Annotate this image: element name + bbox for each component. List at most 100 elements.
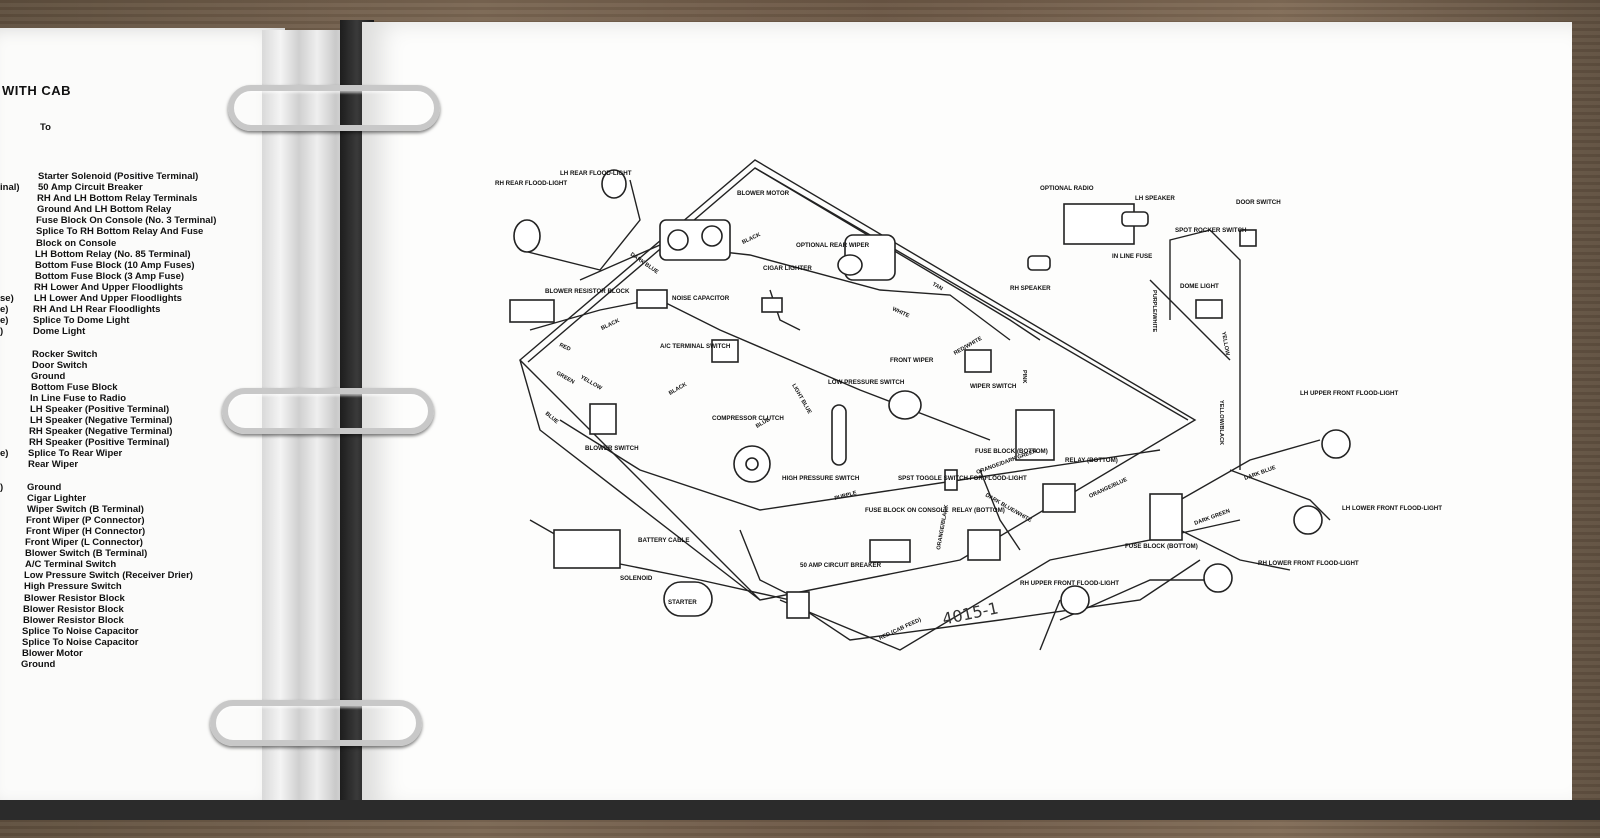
to-entry: Ground xyxy=(27,481,62,493)
wire-yellow-2: YELLOW xyxy=(1220,331,1230,356)
label-blower-resistor-block: BLOWER RESISTOR BLOCK xyxy=(545,288,630,295)
label-lh-lower-front: LH LOWER FRONT FLOOD-LIGHT xyxy=(1342,505,1442,512)
to-column-label: To xyxy=(40,122,51,133)
to-entry: Fuse Block On Console (No. 3 Terminal) xyxy=(36,215,217,227)
to-entry: Blower Resistor Block xyxy=(23,614,124,626)
to-label: To xyxy=(40,122,51,133)
page-stack-edge xyxy=(262,30,354,808)
wire-yellow-black: YELLOW/BLACK xyxy=(1218,400,1224,445)
to-entry: Starter Solenoid (Positive Terminal) xyxy=(38,171,199,182)
label-fuse-block-bottom-2: FUSE BLOCK (BOTTOM) xyxy=(1125,543,1198,550)
label-blower-motor: BLOWER MOTOR xyxy=(737,190,790,197)
to-entry: Door Switch xyxy=(32,359,88,371)
to-entry: Blower Resistor Block xyxy=(23,603,124,615)
to-entry: Block on Console xyxy=(36,237,117,249)
to-entry: RH Lower And Upper Floodlights xyxy=(34,281,183,293)
label-lh-rear-floodlight: LH REAR FLOOD-LIGHT xyxy=(560,170,632,177)
label-battery-cable: BATTERY CABLE xyxy=(638,537,689,544)
label-solenoid: SOLENOID xyxy=(620,575,653,582)
wire-white: WHITE xyxy=(891,306,910,319)
wire-black-2: BLACK xyxy=(600,318,620,332)
label-spot-rocker-switch: SPOT ROCKER SWITCH xyxy=(1175,227,1247,234)
wire-light-blue: LIGHT BLUE xyxy=(790,383,812,415)
wire-black-3: BLACK xyxy=(668,382,688,397)
to-entry: Bottom Fuse Block (10 Amp Fuses) xyxy=(35,259,195,271)
to-entry: Splice To Noise Capacitor xyxy=(22,625,139,637)
to-entry: LH Bottom Relay (No. 85 Terminal) xyxy=(35,248,191,260)
wire-blue-1: BLUE xyxy=(544,411,560,426)
to-entry: Splice To Noise Capacitor xyxy=(22,636,139,648)
to-entry: A/C Terminal Switch xyxy=(25,559,117,571)
from-fragment: e) xyxy=(0,448,9,460)
label-rh-rear-floodlight: RH REAR FLOOD-LIGHT xyxy=(495,180,567,187)
to-entry: In Line Fuse to Radio xyxy=(30,392,127,404)
from-fragment: inal) xyxy=(0,182,20,193)
label-high-pressure-switch: HIGH PRESSURE SWITCH xyxy=(782,475,860,482)
wire-green: GREEN xyxy=(555,371,575,386)
label-compressor-clutch: COMPRESSOR CLUTCH xyxy=(712,415,784,422)
wire-dark-green: DARK GREEN xyxy=(1194,508,1231,527)
from-fragment: ) xyxy=(0,481,4,493)
label-fuse-block-bottom-1: FUSE BLOCK (BOTTOM) xyxy=(975,448,1048,455)
to-entry: Dome Light xyxy=(33,326,86,338)
label-spst-toggle: SPST TOGGLE SWITCH FOR FLOOD-LIGHT xyxy=(898,475,1027,482)
label-rh-upper-front: RH UPPER FRONT FLOOD-LIGHT xyxy=(1020,580,1119,587)
wire-tan: TAN xyxy=(931,282,944,293)
label-rh-speaker: RH SPEAKER xyxy=(1010,285,1051,292)
wire-pink: PINK xyxy=(1021,370,1027,383)
label-lh-speaker: LH SPEAKER xyxy=(1135,195,1175,202)
to-entry: Ground And LH Bottom Relay xyxy=(37,204,172,216)
binder-bottom-edge xyxy=(0,800,1600,820)
to-entry: LH Speaker (Negative Terminal) xyxy=(30,415,173,427)
label-starter: STARTER xyxy=(668,599,697,606)
wire-dark-blue-2: DARK BLUE xyxy=(1244,465,1277,482)
from-column-fragments: inal) se)e)e)) e) ) xyxy=(0,182,20,493)
label-cigar-lighter: CIGAR LIGHTER xyxy=(763,265,812,272)
wire-purple: PURPLE xyxy=(834,490,858,502)
wire-purple-white: PURPLE/WHITE xyxy=(1151,290,1157,333)
binder-ring-top xyxy=(228,85,440,131)
from-fragment: e) xyxy=(0,304,9,316)
page-header: WITH CAB xyxy=(2,83,71,98)
to-entry: RH Speaker (Positive Terminal) xyxy=(29,437,170,449)
wire-red-1: RED xyxy=(558,342,571,352)
label-optional-radio: OPTIONAL RADIO xyxy=(1040,185,1094,192)
label-fuse-block-console: FUSE BLOCK ON CONSOLE xyxy=(865,507,949,514)
to-entry: Wiper Switch (B Terminal) xyxy=(27,503,144,515)
to-entry: RH Speaker (Negative Terminal) xyxy=(29,426,173,438)
to-entry: Blower Motor xyxy=(22,648,83,660)
wire-yellow-1: YELLOW xyxy=(579,375,603,393)
label-ac-terminal-switch: A/C TERMINAL SWITCH xyxy=(660,343,731,350)
label-relay-bottom-2: RELAY (BOTTOM) xyxy=(952,507,1005,514)
label-front-wiper: FRONT WIPER xyxy=(890,357,934,364)
wire-red-cab-feed: RED (CAB FEED) xyxy=(878,617,922,642)
label-low-pressure-switch: LOW PRESSURE SWITCH xyxy=(828,379,905,386)
to-entry: Bottom Fuse Block xyxy=(31,381,118,393)
to-entry: LH Speaker (Positive Terminal) xyxy=(30,403,170,415)
to-entry: Blower Resistor Block xyxy=(24,592,125,604)
label-in-line-fuse: IN LINE FUSE xyxy=(1112,253,1152,260)
to-entry: 50 Amp Circuit Breaker xyxy=(38,182,143,194)
to-entry: Front Wiper (P Connector) xyxy=(26,514,145,526)
binder-ring-middle xyxy=(222,388,434,434)
to-entry: Front Wiper (H Connector) xyxy=(26,526,146,537)
to-entry: Rear Wiper xyxy=(28,459,79,471)
wiring-diagram-page xyxy=(362,22,1572,810)
to-entry: Cigar Lighter xyxy=(27,492,87,504)
label-noise-capacitor: NOISE CAPACITOR xyxy=(672,295,730,302)
to-entry: Ground xyxy=(21,659,56,671)
to-entry: Low Pressure Switch (Receiver Drier) xyxy=(24,570,193,582)
label-wiper-switch: WIPER SWITCH xyxy=(970,383,1017,390)
from-fragment: se) xyxy=(0,292,14,304)
label-rh-lower-front: RH LOWER FRONT FLOOD-LIGHT xyxy=(1258,560,1359,567)
to-entry: Ground xyxy=(31,370,66,382)
to-entry: Splice To RH Bottom Relay And Fuse xyxy=(36,226,204,238)
wire-black-1: BLACK xyxy=(741,232,761,246)
to-entry: Front Wiper (L Connector) xyxy=(25,537,143,549)
label-blower-switch: BLOWER SWITCH xyxy=(585,445,639,452)
label-dome-light: DOME LIGHT xyxy=(1180,283,1219,290)
to-entry: High Pressure Switch xyxy=(24,581,122,593)
label-lh-upper-front: LH UPPER FRONT FLOOD-LIGHT xyxy=(1300,390,1399,397)
to-entry: Blower Switch (B Terminal) xyxy=(25,548,148,560)
